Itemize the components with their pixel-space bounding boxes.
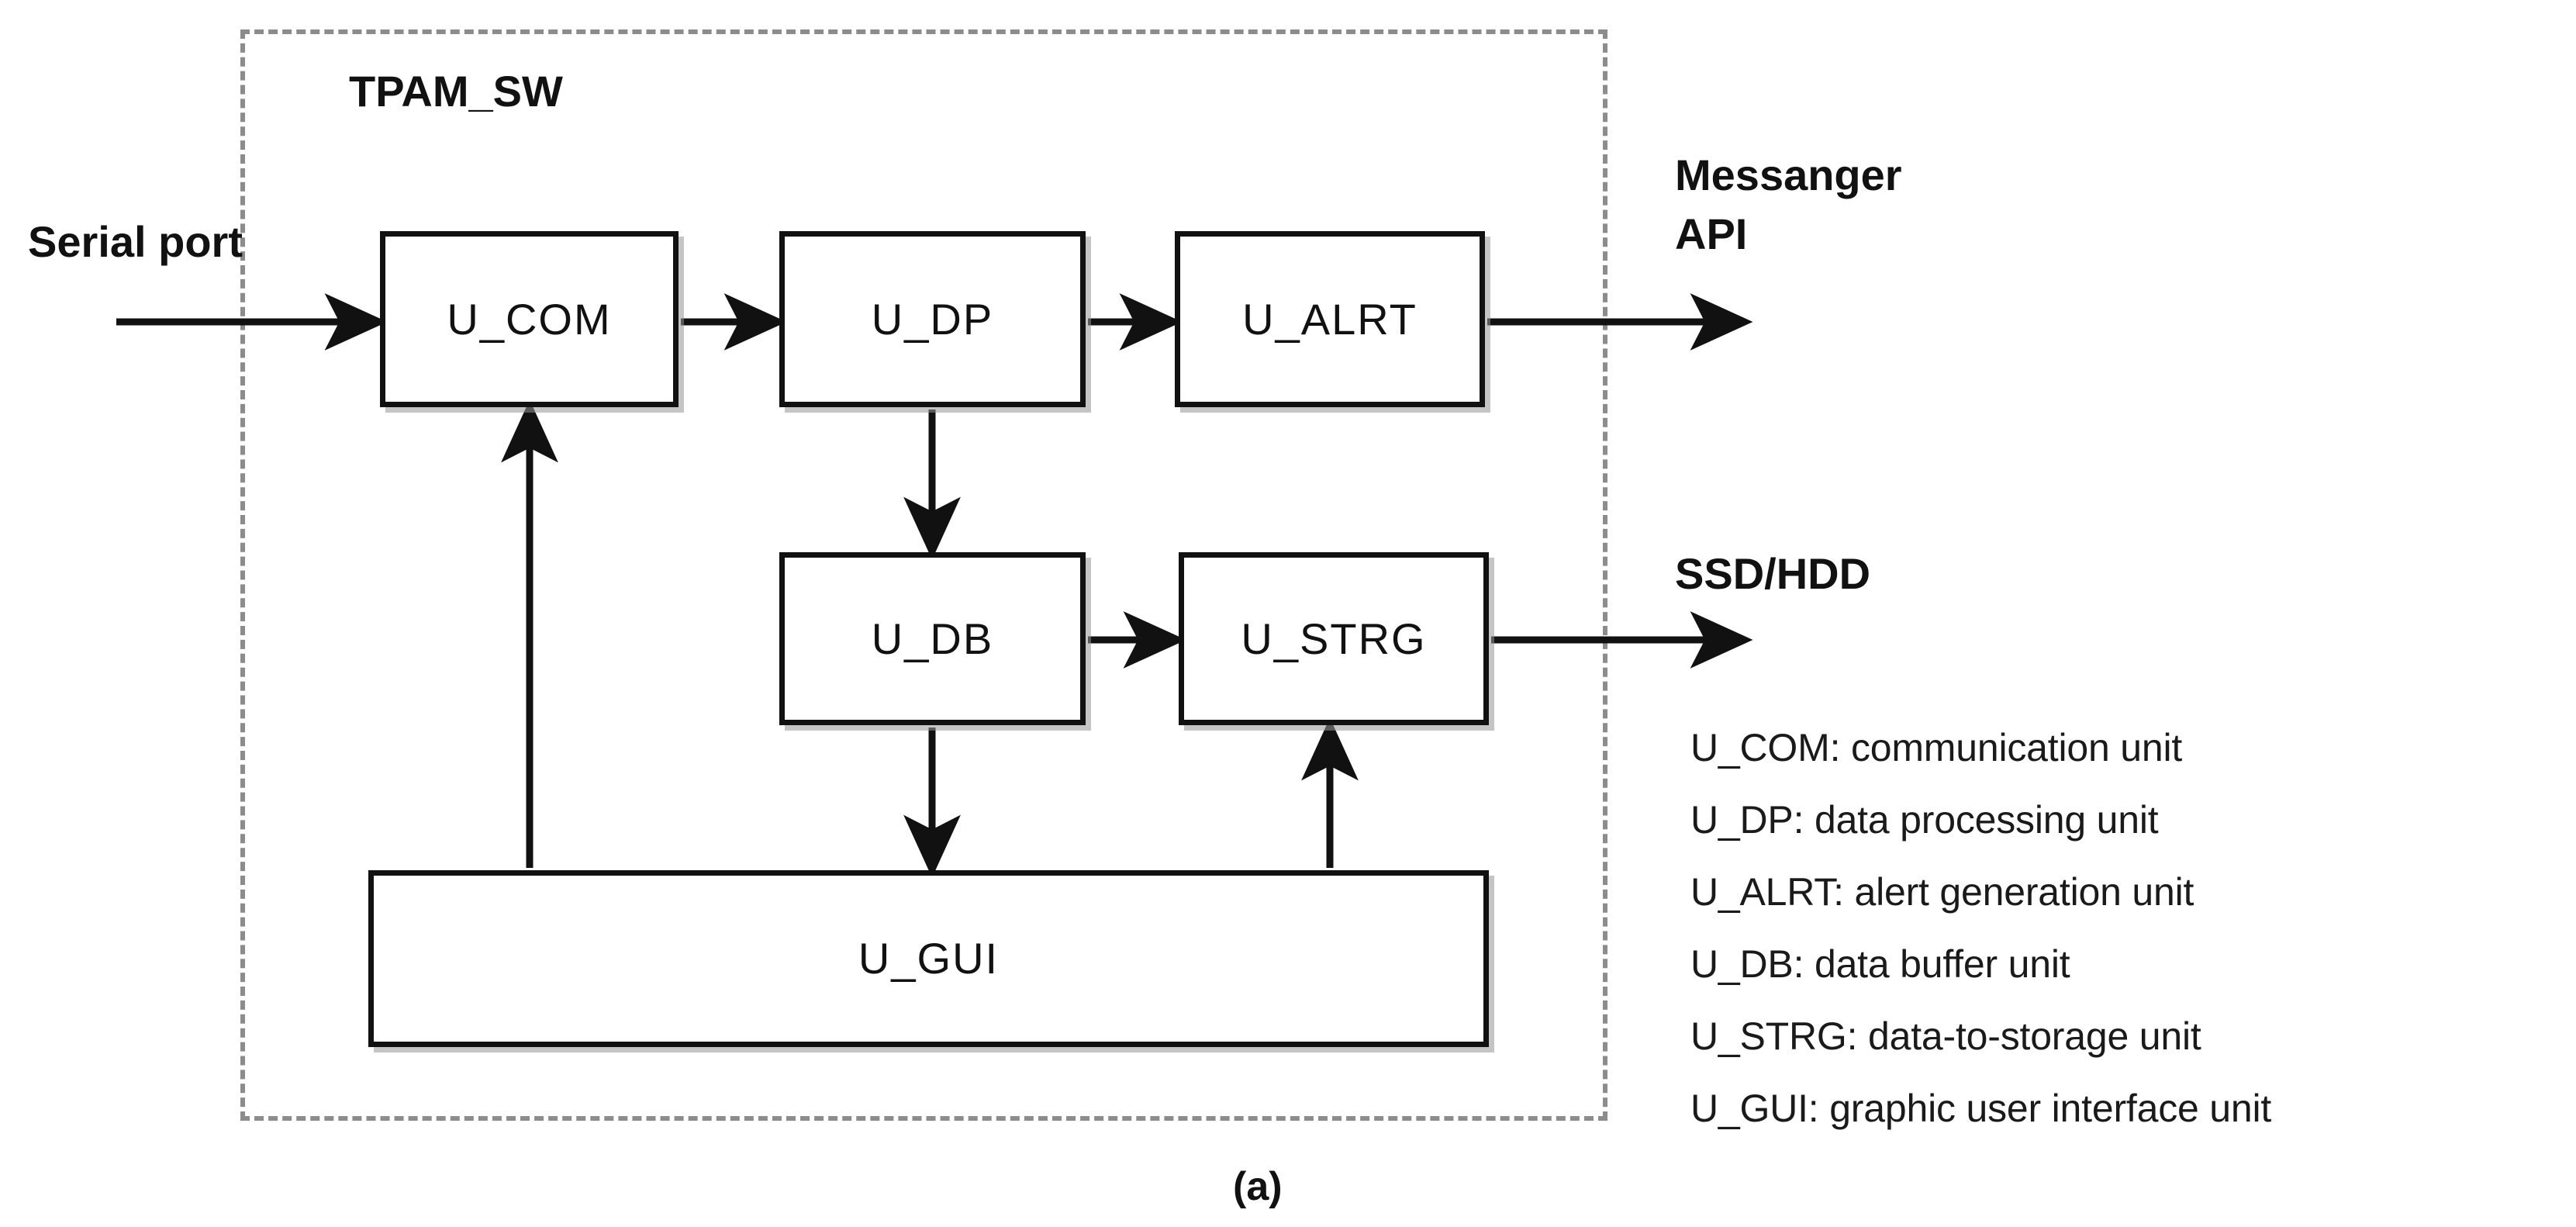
legend-item-u-dp: U_DP: data processing unit [1690,798,2159,842]
legend-item-u-gui: U_GUI: graphic user interface unit [1690,1087,2272,1130]
label-serial-port: Serial port [28,217,243,266]
block-label: U_STRG [1241,614,1427,663]
block-u-gui[interactable]: U_GUI [368,870,1489,1047]
label-api: API [1675,209,1748,258]
block-label: U_DB [871,614,994,663]
legend-item-u-strg: U_STRG: data-to-storage unit [1690,1014,2201,1058]
legend-item-u-db: U_DB: data buffer unit [1690,942,2070,986]
legend-item-u-com: U_COM: communication unit [1690,726,2183,769]
label-messanger: Messanger [1675,150,1902,199]
tpam-sw-boundary [240,29,1607,1121]
block-u-dp[interactable]: U_DP [779,231,1086,407]
block-label: U_DP [871,294,994,344]
legend-item-u-alrt: U_ALRT: alert generation unit [1690,870,2194,914]
block-u-strg[interactable]: U_STRG [1179,552,1489,725]
block-u-com[interactable]: U_COM [380,231,679,407]
figure-caption: (a) [1233,1164,1283,1209]
block-label: U_COM [447,294,612,344]
block-label: U_ALRT [1242,294,1417,344]
block-u-db[interactable]: U_DB [779,552,1086,725]
boundary-label-tpam-sw: TPAM_SW [349,67,563,116]
block-u-alrt[interactable]: U_ALRT [1175,231,1485,407]
label-ssd-hdd: SSD/HDD [1675,549,1871,598]
block-label: U_GUI [858,934,1000,983]
